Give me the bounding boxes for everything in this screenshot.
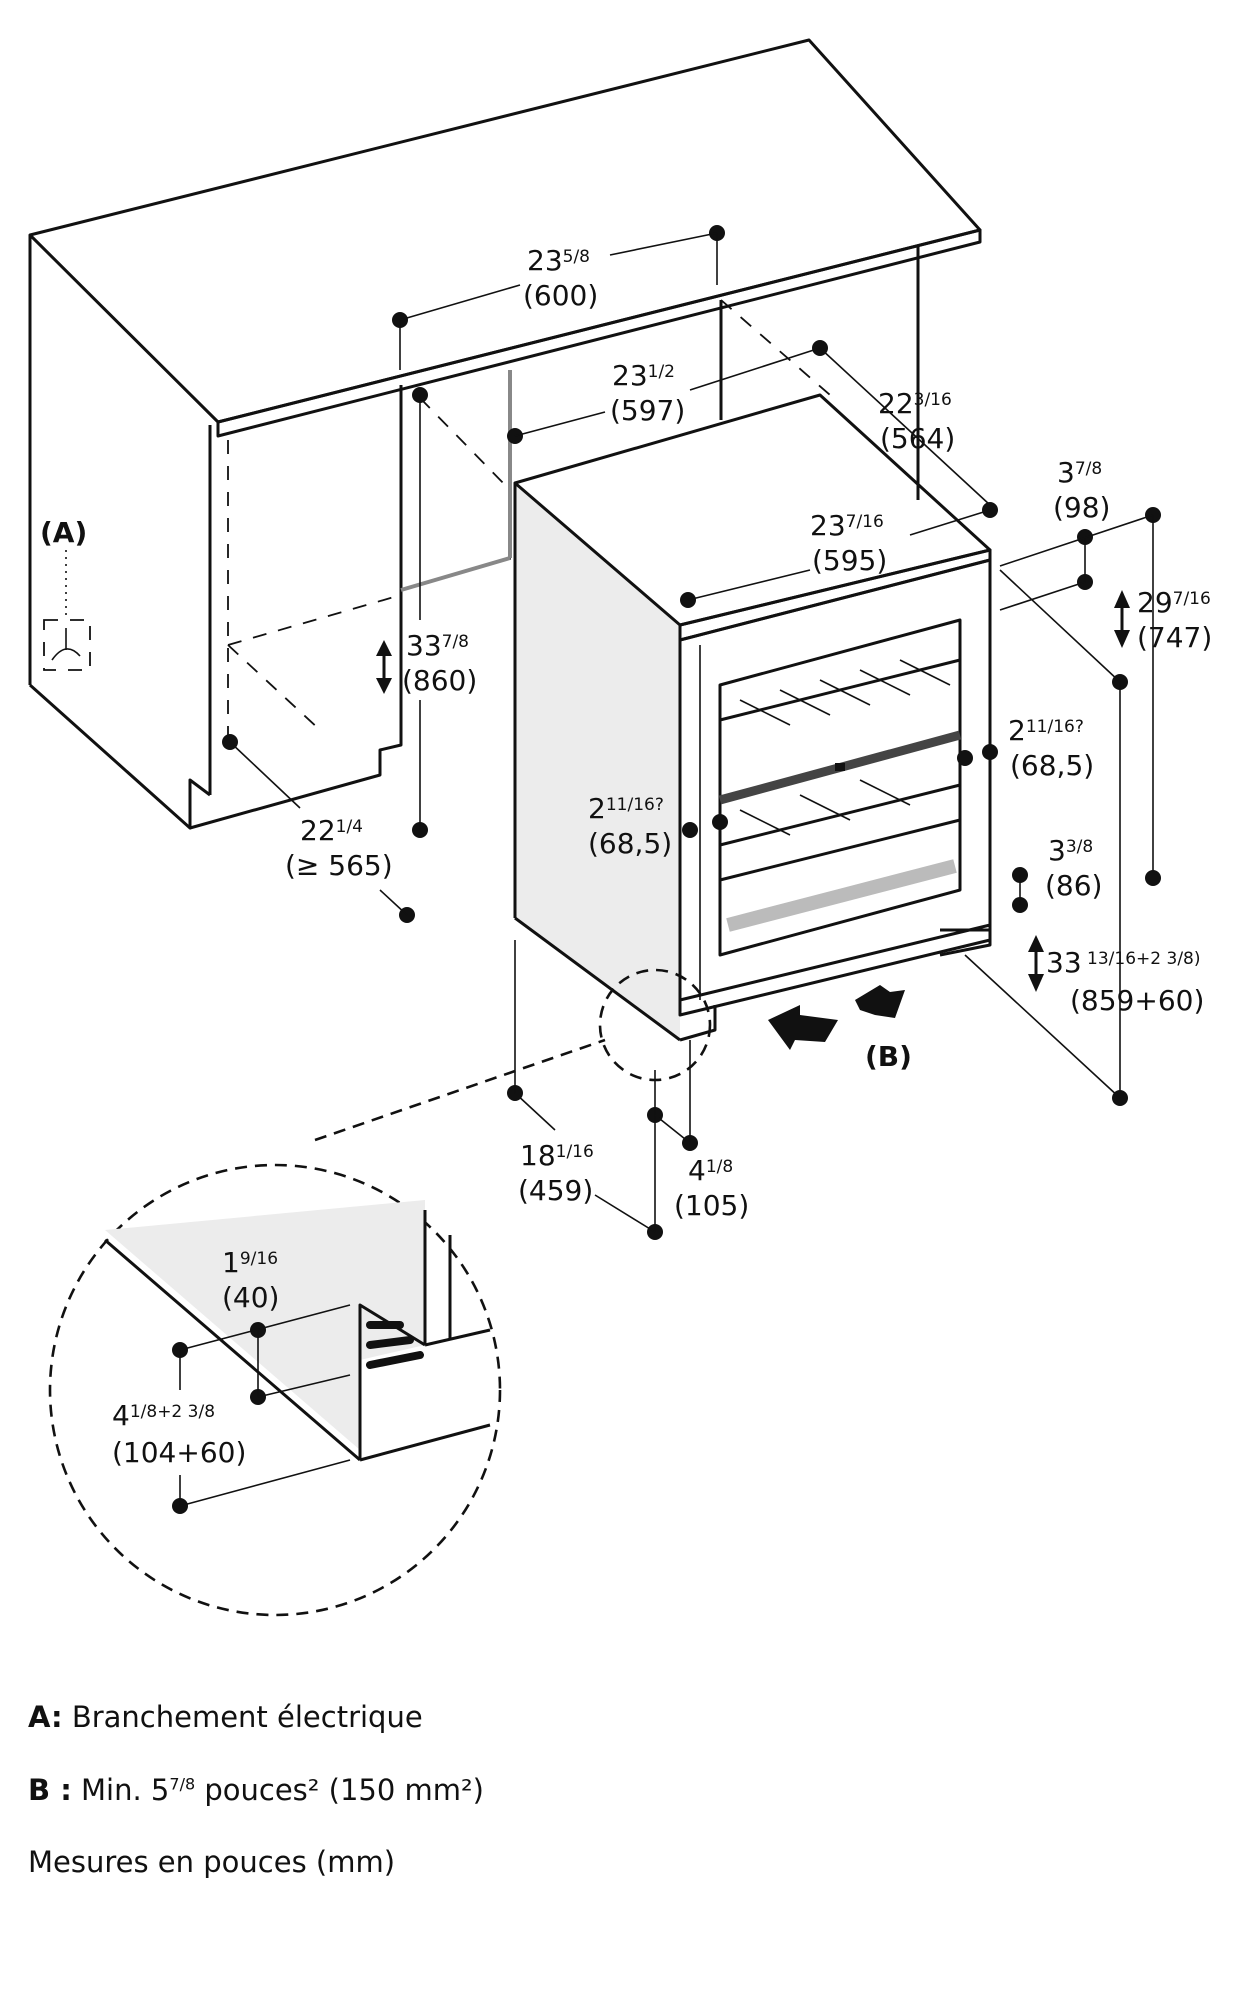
dim-detail-plinth: 41/8+2 3/8 (104+60) [112, 1399, 246, 1469]
svg-text:41/8+2 3/8: 41/8+2 3/8 [112, 1399, 215, 1432]
dim-appliance-depth: 223/16 (564) [878, 387, 955, 455]
air-outlet-arrow [855, 985, 905, 1018]
svg-text:(860): (860) [402, 664, 477, 697]
svg-text:221/4: 221/4 [300, 814, 363, 847]
electrical-connection: (A) [40, 516, 91, 671]
svg-text:33/8: 33/8 [1048, 834, 1093, 867]
svg-text:37/8: 37/8 [1057, 456, 1102, 489]
legend-a: A: Branchement électrique [28, 1700, 423, 1734]
air-inlet-arrow [768, 1005, 838, 1050]
dim-niche-width: 235/8 (600) [523, 244, 598, 312]
svg-text:(459): (459) [518, 1174, 593, 1207]
dim-side-depth: 181/16 (459) [518, 1139, 594, 1207]
dim-side-gap-right: 211/16? (68,5) [1008, 714, 1094, 782]
svg-text:(859+60): (859+60) [1070, 984, 1204, 1017]
svg-text:297/16: 297/16 [1137, 586, 1211, 619]
dim-niche-width-inner: 231/2 (597) [610, 359, 685, 427]
svg-text:(68,5): (68,5) [1010, 749, 1094, 782]
airflow-arrows: (B) [768, 985, 912, 1073]
svg-text:(747): (747) [1137, 621, 1212, 654]
svg-text:(564): (564) [880, 422, 955, 455]
legend-a-text: Branchement électrique [71, 1700, 423, 1734]
svg-text:33 13/16+2 3/8): 33 13/16+2 3/8) [1046, 946, 1201, 979]
dim-detail-vent: 19/16 (40) [222, 1246, 279, 1314]
dim-niche-depth: 221/4 (≥ 565) [285, 814, 393, 882]
svg-text:(104+60): (104+60) [112, 1436, 246, 1469]
wine-cooler [513, 393, 992, 1042]
svg-text:211/16?: 211/16? [1008, 714, 1084, 747]
units-note-text: Mesures en pouces (mm) [28, 1845, 396, 1879]
svg-text:231/2: 231/2 [612, 359, 675, 392]
dimension-lines [172, 225, 1161, 1514]
legend-b-pre: Min. 5 [81, 1773, 170, 1807]
dim-side-gap-left: 211/16? (68,5) [588, 792, 672, 860]
svg-text:(98): (98) [1053, 491, 1110, 524]
svg-text:(597): (597) [610, 394, 685, 427]
svg-text:(105): (105) [674, 1189, 749, 1222]
svg-text:(40): (40) [222, 1281, 279, 1314]
legend-b-post: pouces² (150 mm²) [195, 1773, 484, 1807]
dim-niche-height: 337/8 (860) [402, 629, 477, 697]
detail-view [48, 968, 712, 1617]
svg-text:211/16?: 211/16? [588, 792, 664, 825]
svg-text:237/16: 237/16 [810, 509, 884, 542]
callout-b: (B) [865, 1040, 912, 1073]
dim-appliance-width: 237/16 (595) [810, 509, 887, 577]
dim-plinth-depth: 41/8 (105) [674, 1154, 749, 1222]
legend-b-frac: 7/8 [169, 1774, 196, 1794]
legend-a-key: A: [28, 1700, 63, 1734]
callout-a: (A) [40, 516, 87, 549]
svg-text:(68,5): (68,5) [588, 827, 672, 860]
svg-text:(600): (600) [523, 279, 598, 312]
cabinet [28, 38, 982, 830]
svg-text:235/8: 235/8 [527, 244, 590, 277]
legend-b: B : Min. 57/8 pouces² (150 mm²) [28, 1773, 484, 1807]
dimension-labels: 235/8 (600) 231/2 (597) 223/16 (564) 237… [112, 244, 1212, 1469]
svg-text:223/16: 223/16 [878, 387, 952, 420]
dim-plinth-offset: 33/8 (86) [1045, 834, 1102, 902]
dim-door-height: 297/16 (747) [1137, 586, 1212, 654]
shelves [718, 658, 962, 932]
dim-total-height: 33 13/16+2 3/8) (859+60) [1046, 946, 1204, 1017]
svg-text:(86): (86) [1045, 869, 1102, 902]
legend-b-key: B : [28, 1773, 72, 1807]
svg-text:181/16: 181/16 [520, 1139, 594, 1172]
units-note: Mesures en pouces (mm) [28, 1845, 395, 1879]
outlet-icon [43, 619, 91, 671]
svg-text:(≥ 565): (≥ 565) [285, 849, 393, 882]
dim-top-offset: 37/8 (98) [1053, 456, 1110, 524]
svg-text:337/8: 337/8 [406, 629, 469, 662]
svg-text:41/8: 41/8 [688, 1154, 733, 1187]
svg-text:(595): (595) [812, 544, 887, 577]
svg-text:19/16: 19/16 [222, 1246, 278, 1279]
